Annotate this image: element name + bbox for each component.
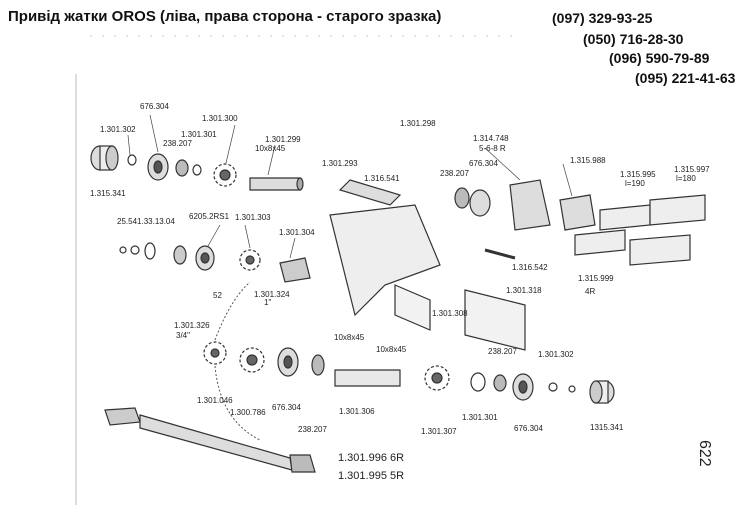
part-label: 1" xyxy=(264,298,271,307)
part-label: l=190 xyxy=(625,179,645,188)
part-label: 1.301.298 xyxy=(400,119,436,128)
part-label: 1.301.302 xyxy=(100,125,136,134)
part-label: 25.541.33.13.04 xyxy=(117,217,175,226)
part-label: 1.316.541 xyxy=(364,174,400,183)
part-label: 1.301.996 6R xyxy=(338,452,404,464)
part-label: 676.304 xyxy=(140,102,169,111)
part-label: 5-6-8 R xyxy=(479,144,506,153)
part-label: 238.207 xyxy=(298,425,327,434)
chain xyxy=(214,281,261,441)
lower-shaft-assembly xyxy=(203,341,615,404)
part-label: 1.301.303 xyxy=(235,213,271,222)
phone-number-2: (050) 716-28-30 xyxy=(583,31,684,47)
part-label: 1.315.999 xyxy=(578,274,614,283)
part-label: 1.301.293 xyxy=(322,159,358,168)
part-label: 1.315.988 xyxy=(570,156,606,165)
phone-number-3: (096) 590-79-89 xyxy=(609,50,710,66)
part-label: 6205.2RS1 xyxy=(189,212,230,221)
part-label: 10x8x45 xyxy=(255,144,286,153)
part-label: 1.301.318 xyxy=(506,286,542,295)
part-label: 238.207 xyxy=(440,169,469,178)
part-label: 1.301.302 xyxy=(538,350,574,359)
part-label: 1.301.046 xyxy=(197,396,233,405)
page-title: Привід жатки OROS (ліва, права сторона -… xyxy=(8,8,442,25)
part-label: 1315.341 xyxy=(590,423,624,432)
part-label: 1.301.304 xyxy=(279,228,315,237)
part-label: 238.207 xyxy=(488,347,517,356)
part-label: 1.315.995 xyxy=(620,170,656,179)
cardan-shaft xyxy=(104,407,316,473)
part-label: 238.207 xyxy=(163,139,192,148)
part-label: 1.315.997 xyxy=(674,165,710,174)
part-label: 1.301.326 xyxy=(174,321,210,330)
part-label: 1.301.324 xyxy=(254,290,290,299)
part-label: 3/4" xyxy=(176,331,190,340)
part-label: 52 xyxy=(213,291,222,300)
part-label: 1.300.786 xyxy=(230,408,266,417)
phone-number-4: (095) 221-41-63 xyxy=(635,70,736,86)
part-label: 1.301.300 xyxy=(202,114,238,123)
upper-shaft-assembly xyxy=(90,145,304,191)
part-label: 10x8x45 xyxy=(376,345,407,354)
part-label: 1.316.542 xyxy=(512,263,548,272)
part-label: 676.304 xyxy=(469,159,498,168)
part-label: 1.315.341 xyxy=(90,189,126,198)
middle-shaft-assembly xyxy=(119,242,311,283)
part-label: 1.314.748 xyxy=(473,134,509,143)
part-label: 1.301.995 5R xyxy=(338,470,404,482)
leader-lines xyxy=(127,114,573,259)
part-label: 676.304 xyxy=(514,424,543,433)
part-label: l=180 xyxy=(676,174,696,183)
part-label: 1.301.307 xyxy=(421,427,457,436)
part-label: 676.304 xyxy=(272,403,301,412)
part-label: 1.301.301 xyxy=(181,130,217,139)
part-label: 1.301.308 xyxy=(432,309,468,318)
housing-plates xyxy=(329,179,706,351)
part-label: 4R xyxy=(585,287,595,296)
part-label: 1.301.301 xyxy=(462,413,498,422)
page-number: 622 xyxy=(696,440,713,467)
part-label: 1.301.306 xyxy=(339,407,375,416)
part-label: 1.301.299 xyxy=(265,135,301,144)
part-label: 10x8x45 xyxy=(334,333,365,342)
phone-number-1: (097) 329-93-25 xyxy=(552,10,653,26)
